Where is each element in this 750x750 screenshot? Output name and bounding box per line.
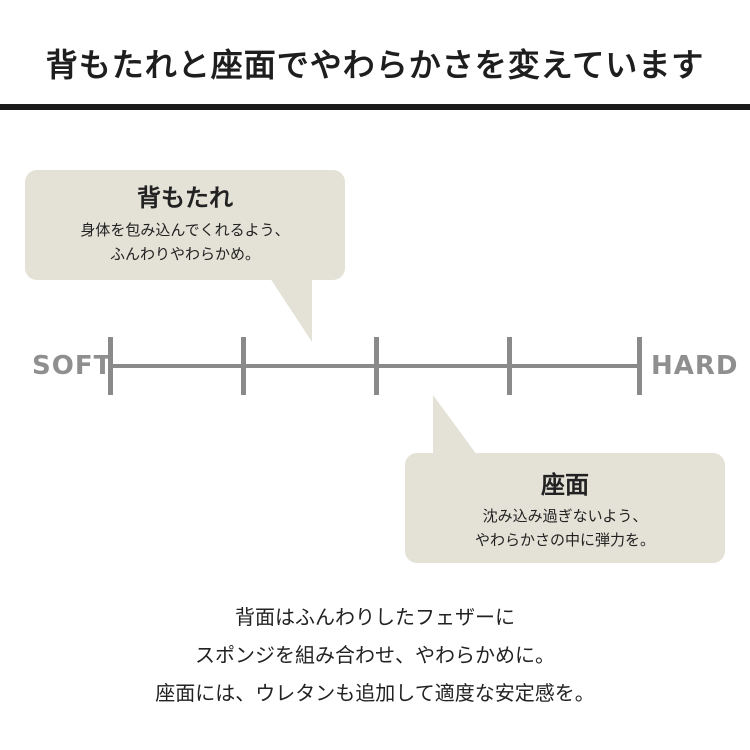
seat-callout: 座面 沈み込み過ぎないよう、 やわらかさの中に弾力を。 bbox=[405, 453, 725, 563]
scale-tick bbox=[374, 337, 379, 395]
backrest-callout-text: 身体を包み込んでくれるよう、 ふんわりやわらかめ。 bbox=[25, 218, 345, 266]
seat-callout-line: やわらかさの中に弾力を。 bbox=[474, 531, 655, 549]
backrest-callout-line: ふんわりやわらかめ。 bbox=[109, 245, 260, 263]
scale-tick bbox=[637, 337, 642, 395]
title-underline bbox=[0, 104, 750, 110]
scale-hard-label: HARD bbox=[651, 351, 739, 381]
description-line: スポンジを組み合わせ、やわらかめに。 bbox=[195, 643, 555, 667]
scale-tick bbox=[108, 337, 113, 395]
seat-callout-tail bbox=[433, 395, 477, 455]
backrest-callout-title: 背もたれ bbox=[137, 184, 233, 212]
backrest-callout-line: 身体を包み込んでくれるよう、 bbox=[80, 221, 290, 239]
scale-tick bbox=[507, 337, 512, 395]
scale-tick bbox=[241, 337, 246, 395]
page-title: 背もたれと座面でやわらかさを変えています bbox=[45, 46, 705, 84]
seat-callout-line: 沈み込み過ぎないよう、 bbox=[482, 507, 648, 525]
description-line: 座面には、ウレタンも追加して適度な安定感を。 bbox=[155, 681, 595, 705]
backrest-callout-tail bbox=[270, 278, 312, 342]
seat-callout-text: 沈み込み過ぎないよう、 やわらかさの中に弾力を。 bbox=[405, 504, 725, 552]
scale-soft-label: SOFT bbox=[32, 351, 113, 381]
description-line: 背面はふんわりしたフェザーに bbox=[235, 605, 515, 629]
description-text: 背面はふんわりしたフェザーに スポンジを組み合わせ、やわらかめに。 座面には、ウ… bbox=[0, 598, 750, 712]
seat-callout-title: 座面 bbox=[541, 471, 589, 499]
backrest-callout: 背もたれ 身体を包み込んでくれるよう、 ふんわりやわらかめ。 bbox=[25, 170, 345, 280]
